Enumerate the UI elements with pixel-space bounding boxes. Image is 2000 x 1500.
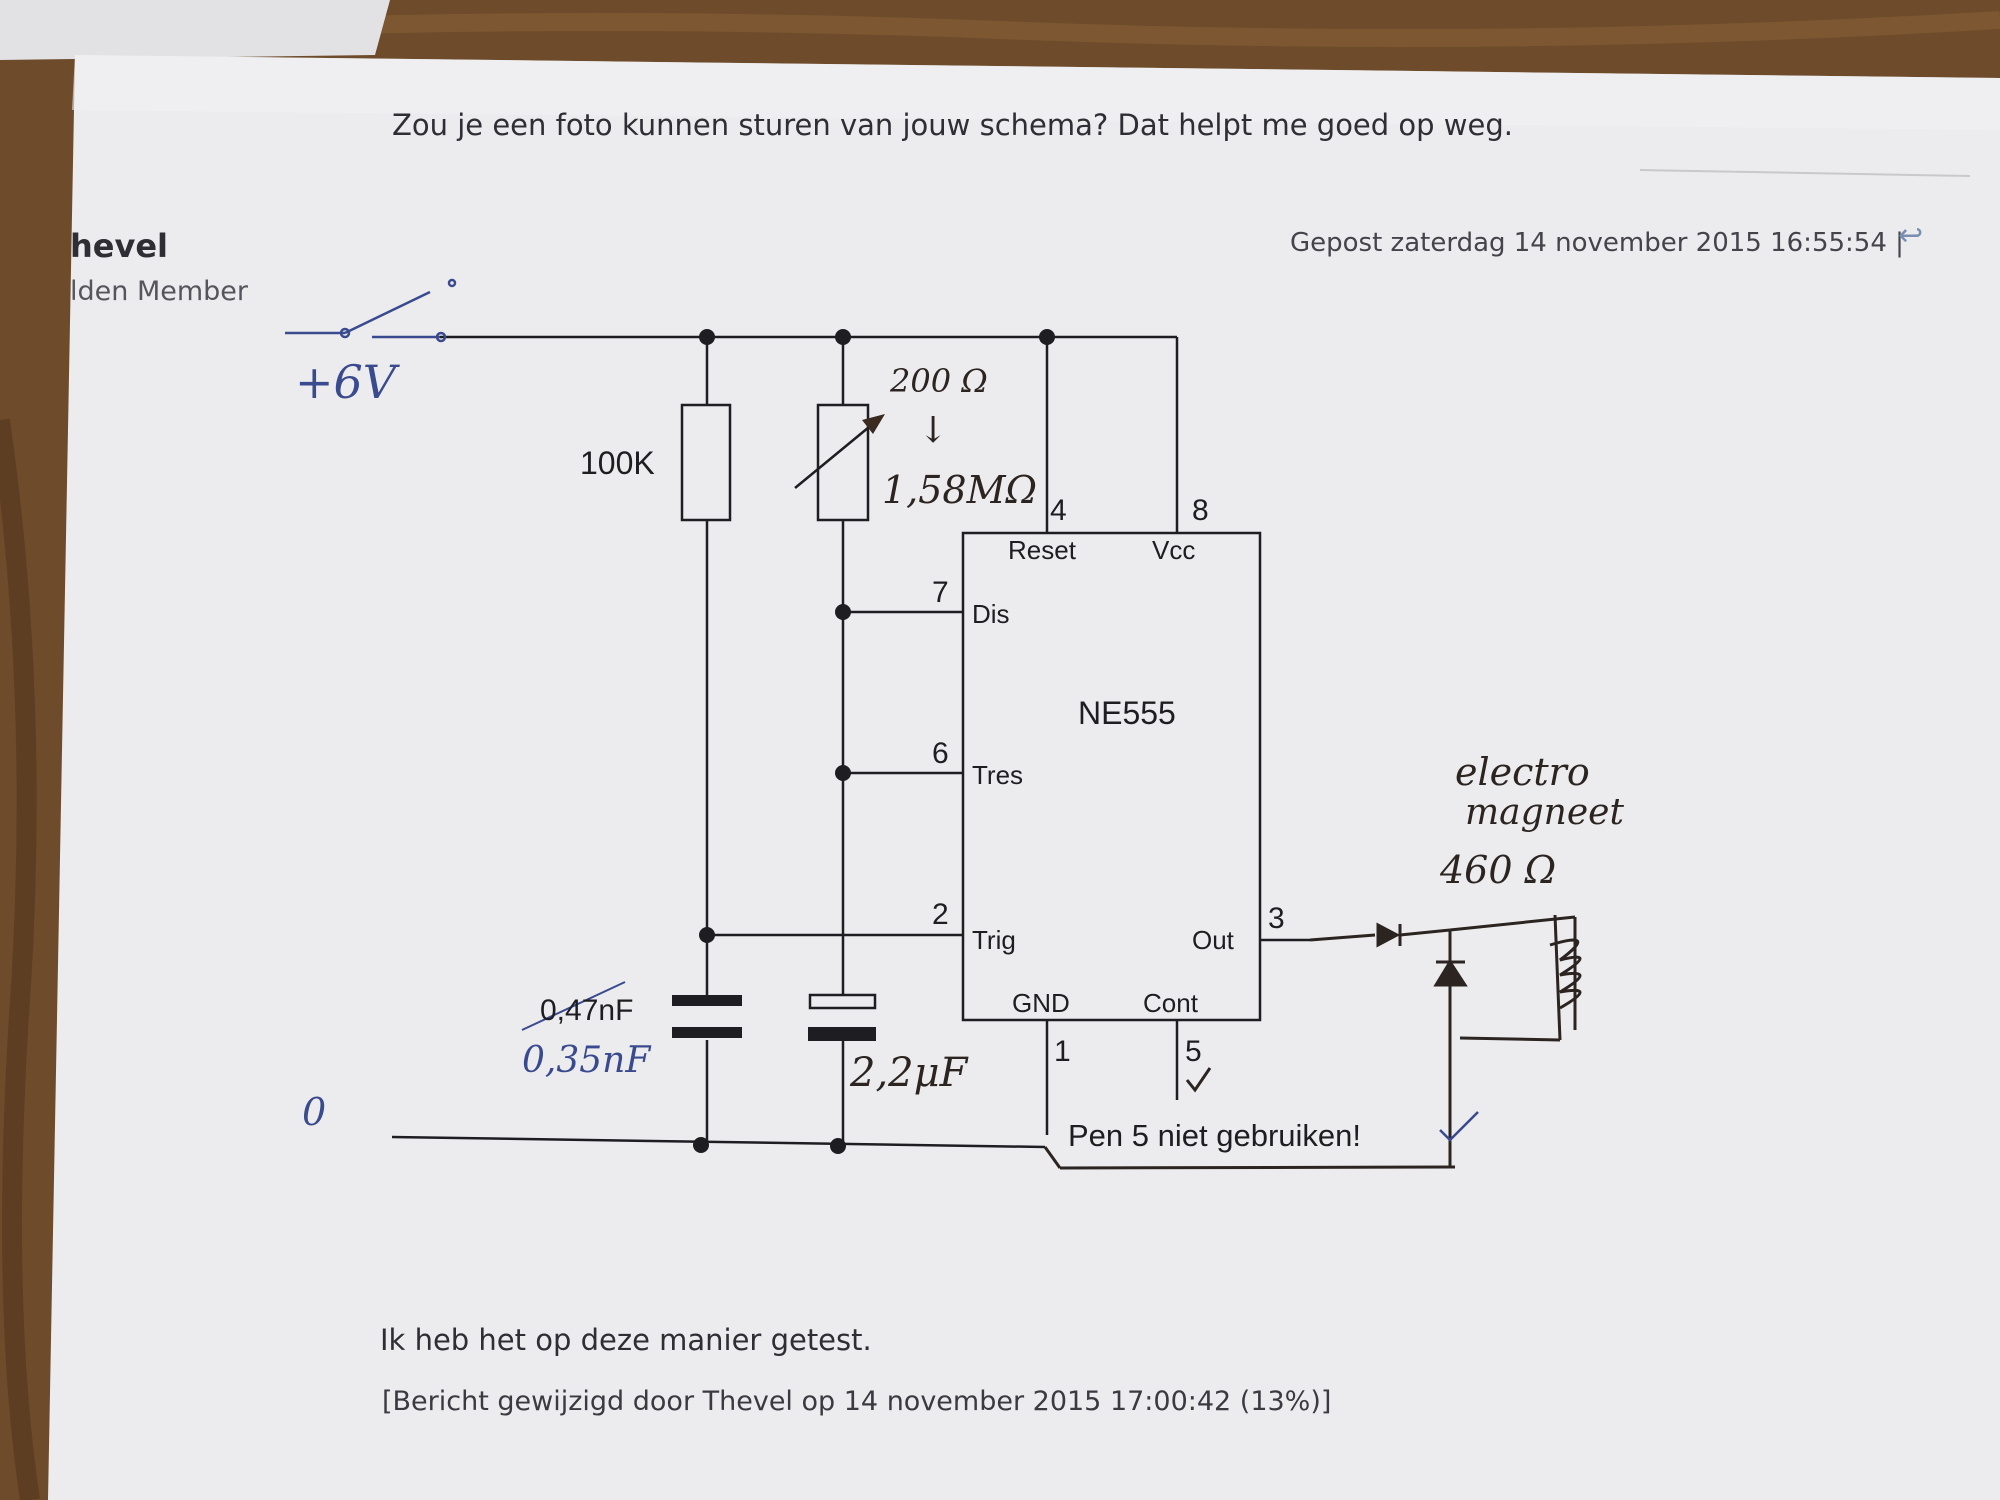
author-rank: lden Member: [70, 276, 249, 307]
post-timestamp: Gepost zaterdag 14 november 2015 16:55:5…: [1290, 228, 1904, 258]
pin-number-vcc: 8: [1192, 494, 1209, 527]
electromagnet-label-2: magneet: [1465, 792, 1624, 833]
pin-number-tres: 6: [932, 737, 949, 770]
pot-value-max: 1,58MΩ: [882, 468, 1038, 512]
pin5-note: Pen 5 niet gebruiken!: [1068, 1118, 1361, 1153]
junction-dots: [693, 329, 1055, 1154]
capacitor-large: [808, 993, 877, 1041]
pot-value-min: 200 Ω: [890, 362, 988, 400]
ground-note: 0: [302, 1090, 327, 1134]
post-body-text: Ik heb het op deze manier getest.: [380, 1323, 872, 1357]
capacitor-value-small: 0,35nF: [522, 1040, 651, 1081]
pin-label-tres: Tres: [972, 760, 1024, 790]
cap-label-strike: [521, 981, 626, 1031]
edit-note: [Bericht gewijzigd door Thevel op 14 nov…: [382, 1386, 1332, 1417]
question-text: Zou je een foto kunnen sturen van jouw s…: [392, 108, 1513, 142]
pin-number-reset: 4: [1050, 494, 1067, 527]
pin-number-dis: 7: [932, 576, 949, 609]
capacitor-label-printed: 0,47nF: [540, 994, 634, 1027]
pin-number-cont: 5: [1185, 1035, 1202, 1068]
pin-number-gnd: 1: [1054, 1035, 1071, 1068]
electromagnet-resistance: 460 Ω: [1440, 848, 1557, 892]
electromagnet-label-1: electro: [1455, 750, 1590, 794]
pin-label-reset: Reset: [1008, 535, 1076, 565]
reply-icon: ↩: [1898, 218, 1924, 253]
pin-label-vcc: Vcc: [1152, 535, 1196, 565]
pin-number-trig: 2: [932, 898, 949, 931]
pin-label-out: Out: [1192, 925, 1234, 955]
author-name: hevel: [70, 227, 169, 265]
switch-symbol: [285, 278, 457, 343]
pin-number-out: 3: [1268, 902, 1285, 935]
resistor-100k: [680, 403, 732, 522]
pin-label-cont: Cont: [1143, 988, 1198, 1018]
pin-label-trig: Trig: [972, 925, 1016, 955]
capacitor-value-large: 2,2μF: [850, 1050, 968, 1096]
capacitor-small: [672, 995, 742, 1038]
pin-label-gnd: GND: [1012, 988, 1070, 1018]
blue-checkmark-icon: [1439, 1111, 1479, 1142]
checkmark-icon: [1185, 1067, 1212, 1093]
electromagnet-coil: [1549, 914, 1582, 1041]
supply-voltage-note: +6V: [295, 355, 397, 409]
pot-arrow: ↓: [918, 410, 949, 451]
pin-label-dis: Dis: [972, 599, 1010, 629]
resistor-label: 100K: [580, 445, 655, 481]
ic-name: NE555: [1078, 695, 1176, 731]
